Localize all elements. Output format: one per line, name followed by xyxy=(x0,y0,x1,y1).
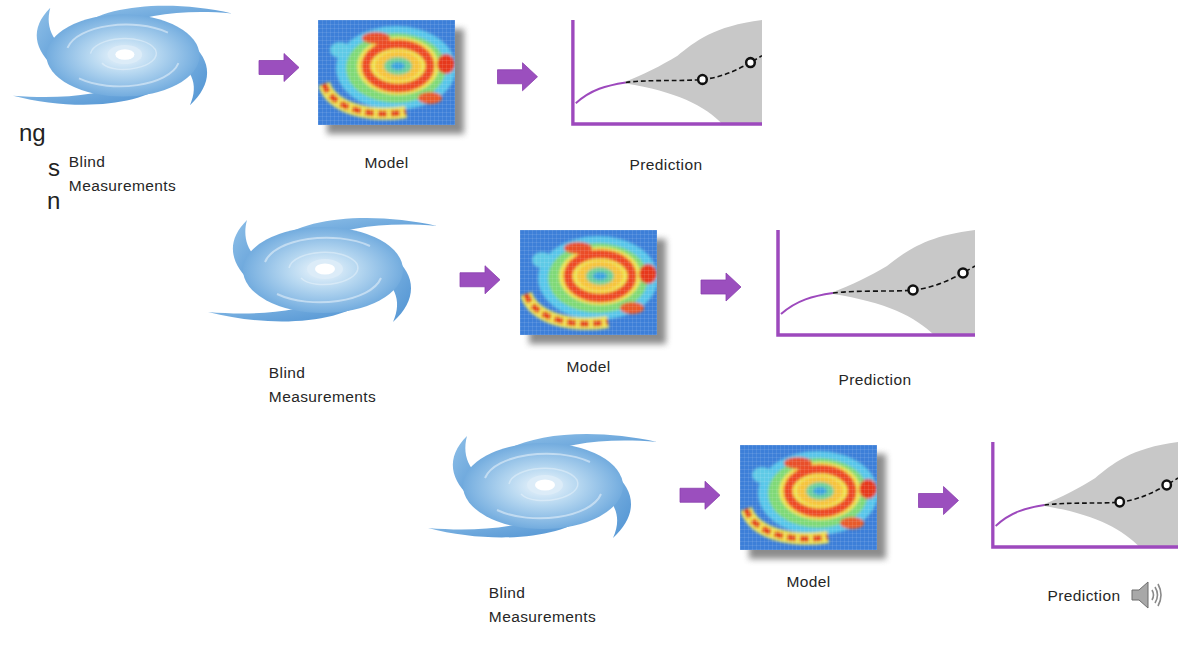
flow-arrow xyxy=(701,273,741,301)
slide-text-fragment: ng xyxy=(19,121,46,145)
caption-wrap: Model xyxy=(318,151,455,175)
flow-arrow xyxy=(460,266,500,294)
prediction-chart: Prediction xyxy=(775,230,975,392)
measurement-illustration: Blind Measurements xyxy=(5,0,240,198)
caption-wrap: Blind Measurements xyxy=(205,361,440,409)
caption-wrap: Model xyxy=(520,355,657,379)
slide-text-fragment: n xyxy=(47,189,60,213)
heat-graphic xyxy=(740,445,892,565)
storm-graphic xyxy=(205,212,440,327)
chart-graphic xyxy=(990,442,1178,550)
caption-wrap: Blind Measurements xyxy=(425,581,660,629)
node-caption: Model xyxy=(566,355,610,379)
flow-arrow xyxy=(680,481,720,509)
slide-text-fragment: s xyxy=(48,156,60,180)
chart-graphic xyxy=(570,20,762,127)
heat-graphic xyxy=(520,230,672,350)
caption-wrap: Prediction xyxy=(775,368,975,392)
chart-graphic xyxy=(775,230,975,338)
measurement-illustration: Blind Measurements xyxy=(425,428,660,629)
node-caption: Blind Measurements xyxy=(489,581,596,629)
model-heatmap: Model xyxy=(520,230,657,379)
node-caption: Prediction xyxy=(839,368,912,392)
speaker-icon xyxy=(1130,578,1164,612)
node-caption: Model xyxy=(786,570,830,594)
node-caption: Model xyxy=(364,151,408,175)
measurement-illustration: Blind Measurements xyxy=(205,212,440,409)
caption-wrap: Model xyxy=(740,570,877,594)
node-caption: Blind Measurements xyxy=(69,150,176,198)
storm-graphic xyxy=(425,428,660,543)
caption-wrap: Prediction xyxy=(990,584,1178,608)
flow-arrow xyxy=(919,487,959,515)
prediction-chart: Prediction xyxy=(990,442,1178,608)
prediction-chart: Prediction xyxy=(570,20,762,177)
storm-graphic xyxy=(5,0,240,110)
flow-arrow xyxy=(259,54,299,82)
node-caption: Prediction xyxy=(630,153,703,177)
model-heatmap: Model xyxy=(740,445,877,594)
node-caption: Blind Measurements xyxy=(269,361,376,409)
model-heatmap: Model xyxy=(318,20,455,175)
heat-graphic xyxy=(318,20,470,140)
caption-wrap: Blind Measurements xyxy=(5,150,240,198)
caption-wrap: Prediction xyxy=(570,153,762,177)
flow-arrow xyxy=(498,63,538,91)
node-caption: Prediction xyxy=(1048,584,1121,608)
